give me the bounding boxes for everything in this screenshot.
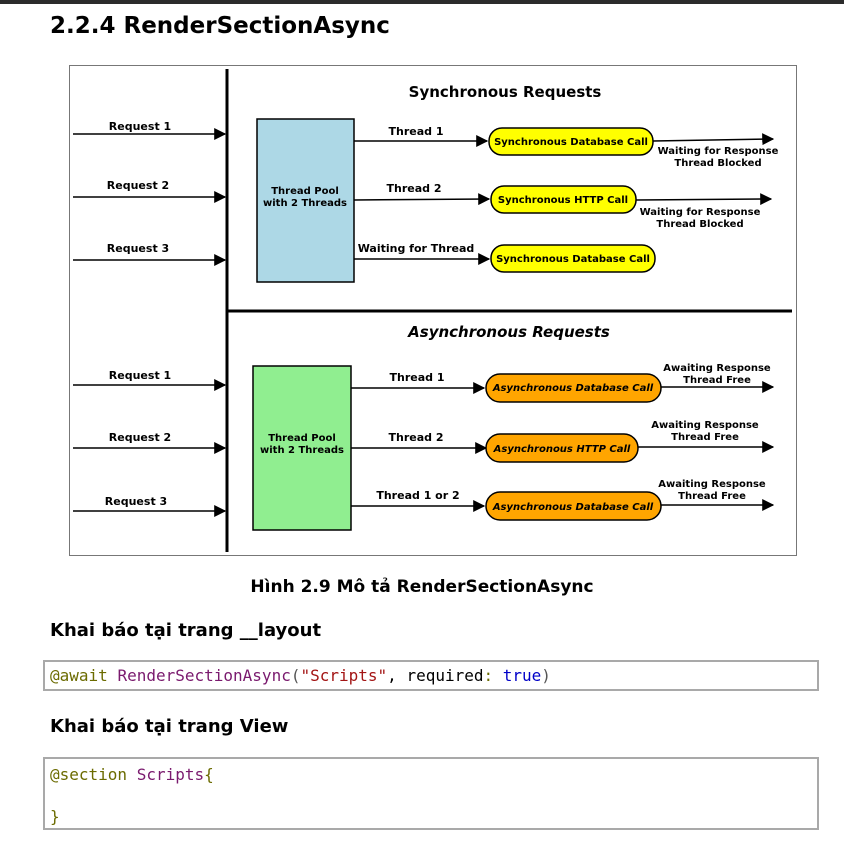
async-status-1b: Thread Free: [683, 375, 751, 386]
sync-call-label-1: Synchronous Database Call: [494, 137, 648, 148]
sync-status-1a: Waiting for Response: [658, 146, 779, 157]
sync-status-1b: Thread Blocked: [674, 158, 761, 169]
sync-pool-line-2: with 2 Threads: [263, 198, 347, 209]
sync-thread-label-3: Waiting for Thread: [358, 242, 475, 255]
request-label: Request 3: [105, 495, 167, 508]
code-line: @section Scripts{: [50, 764, 812, 785]
sync-status-2b: Thread Blocked: [656, 219, 743, 230]
async-thread-label-1: Thread 1: [390, 371, 445, 384]
code-line: [50, 785, 812, 806]
async-pool-line-2: with 2 Threads: [260, 445, 344, 456]
code-punct: :: [483, 666, 503, 685]
async-status-1a: Awaiting Response: [663, 363, 771, 374]
code-line: @await RenderSectionAsync("Scripts", req…: [50, 665, 812, 686]
async-status-3a: Awaiting Response: [658, 479, 766, 490]
request-label: Request 2: [107, 179, 169, 192]
sync-call-label-2: Synchronous HTTP Call: [498, 195, 628, 206]
async-status-3b: Thread Free: [678, 491, 746, 502]
sync-thread-pool-box: [256, 118, 355, 283]
async-status-2b: Thread Free: [671, 432, 739, 443]
section-heading: 2.2.4 RenderSectionAsync: [50, 13, 390, 39]
code-brace: {: [204, 765, 214, 784]
code-brace: }: [50, 807, 60, 826]
figure-diagram: Synchronous Requests Asynchronous Reques…: [69, 65, 797, 556]
sync-call-label-3: Synchronous Database Call: [496, 254, 650, 265]
async-call-3: [485, 491, 662, 521]
async-request-2: Request 2: [73, 431, 227, 454]
figure-caption: Hình 2.9 Mô tả RenderSectionAsync: [250, 577, 594, 597]
code-section-name: Scripts: [136, 765, 205, 784]
request-label: Request 2: [109, 431, 171, 444]
request-label: Request 1: [109, 369, 171, 382]
async-call-label-3: Asynchronous Database Call: [492, 502, 654, 513]
code-param: required: [406, 666, 484, 685]
async-call-label-2: Asynchronous HTTP Call: [493, 444, 631, 455]
layout-heading: Khai báo tại trang __layout: [50, 620, 322, 641]
code-keyword: @section: [50, 765, 128, 784]
sync-request-3: Request 3: [73, 242, 227, 266]
sync-title: Synchronous Requests: [409, 83, 602, 101]
sync-pool-line-1: Thread Pool: [271, 186, 339, 197]
top-border: [0, 0, 844, 4]
async-title: Asynchronous Requests: [407, 323, 610, 341]
async-call-label-1: Asynchronous Database Call: [492, 383, 654, 394]
async-call-2: [485, 433, 639, 463]
async-request-1: Request 1: [73, 369, 227, 391]
async-pool-line-1: Thread Pool: [268, 433, 336, 444]
code-keyword: @await: [50, 666, 108, 685]
code-punct: ,: [387, 666, 407, 685]
view-code-block: @section Scripts{ }: [43, 757, 819, 830]
sync-request-2: Request 2: [73, 179, 227, 203]
sync-thread-label-2: Thread 2: [387, 182, 442, 195]
code-punct: (: [290, 666, 301, 685]
async-thread-label-2: Thread 2: [389, 431, 444, 444]
sync-request-1: Request 1: [73, 120, 227, 140]
async-request-3: Request 3: [73, 495, 227, 517]
async-thread-pool-box: [252, 365, 352, 531]
sync-status-2a: Waiting for Response: [640, 207, 761, 218]
code-line: }: [50, 806, 812, 827]
sync-thread-label-1: Thread 1: [389, 125, 444, 138]
async-thread-label-3: Thread 1 or 2: [376, 489, 459, 502]
request-label: Request 1: [109, 120, 171, 133]
layout-code-block: @await RenderSectionAsync("Scripts", req…: [43, 660, 819, 691]
code-bool: true: [502, 666, 542, 685]
async-call-1: [485, 373, 662, 403]
code-method: RenderSectionAsync: [117, 666, 291, 685]
code-punct: ): [541, 666, 551, 685]
view-heading: Khai báo tại trang View: [50, 716, 289, 737]
sync-call-3: [490, 244, 656, 273]
sync-call-1: [488, 127, 654, 156]
async-status-2a: Awaiting Response: [651, 420, 759, 431]
code-string: "Scripts": [300, 666, 388, 685]
request-label: Request 3: [107, 242, 169, 255]
